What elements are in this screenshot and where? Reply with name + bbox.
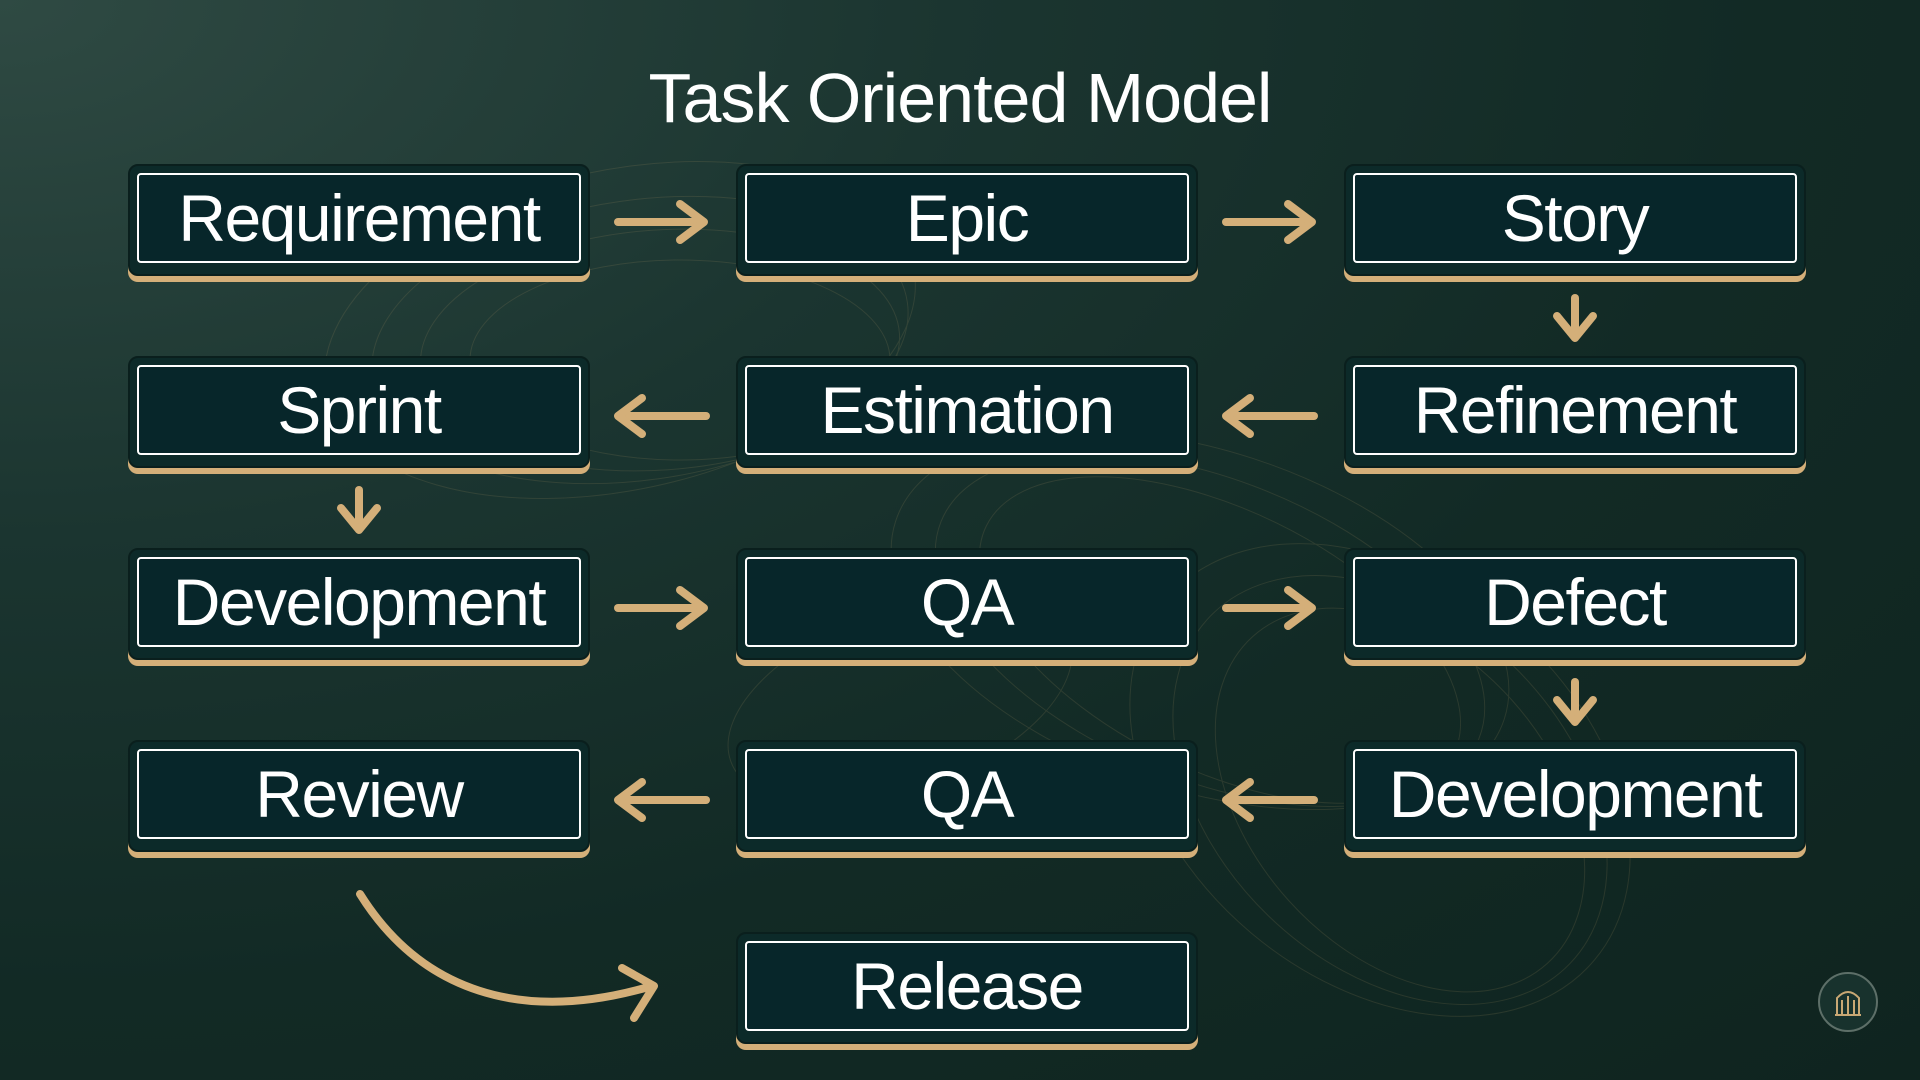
node-label: Epic (905, 181, 1030, 255)
node-label: Refinement (1413, 373, 1738, 447)
arrow-requirement-to-epic (614, 200, 708, 244)
arrow-refinement-to-estimation (1222, 394, 1318, 438)
arrow-estimation-to-sprint (614, 394, 710, 438)
arrow-sprint-to-development (337, 486, 381, 534)
node-story: Story (1344, 164, 1806, 276)
node-label: Development (172, 565, 547, 639)
node-label: Estimation (820, 373, 1115, 447)
columns-logo-icon (1818, 972, 1878, 1032)
node-qa-1: QA (736, 548, 1198, 660)
arrow-defect-to-development (1553, 678, 1597, 726)
node-label: Release (851, 949, 1084, 1023)
node-refinement: Refinement (1344, 356, 1806, 468)
arrow-review-to-release (356, 890, 658, 1022)
arrow-development-to-qa (614, 586, 708, 630)
node-sprint: Sprint (128, 356, 590, 468)
node-requirement: Requirement (128, 164, 590, 276)
node-qa-2: QA (736, 740, 1198, 852)
node-label: Sprint (277, 373, 442, 447)
arrow-story-to-refinement (1553, 294, 1597, 342)
node-development-2: Development (1344, 740, 1806, 852)
node-estimation: Estimation (736, 356, 1198, 468)
node-label: Story (1501, 181, 1650, 255)
node-label: QA (920, 757, 1015, 831)
arrow-development-to-qa-2 (1222, 778, 1318, 822)
node-label: Development (1388, 757, 1763, 831)
node-defect: Defect (1344, 548, 1806, 660)
node-review: Review (128, 740, 590, 852)
arrow-epic-to-story (1222, 200, 1316, 244)
diagram-title: Task Oriented Model (648, 59, 1273, 137)
node-development-1: Development (128, 548, 590, 660)
arrow-qa-to-review (614, 778, 710, 822)
node-label: QA (920, 565, 1015, 639)
columns-logo-icon (1835, 991, 1861, 1016)
arrow-qa-to-defect (1222, 586, 1316, 630)
node-epic: Epic (736, 164, 1198, 276)
node-label: Defect (1484, 565, 1667, 639)
node-label: Review (255, 757, 464, 831)
node-release: Release (736, 932, 1198, 1044)
node-label: Requirement (178, 181, 541, 255)
